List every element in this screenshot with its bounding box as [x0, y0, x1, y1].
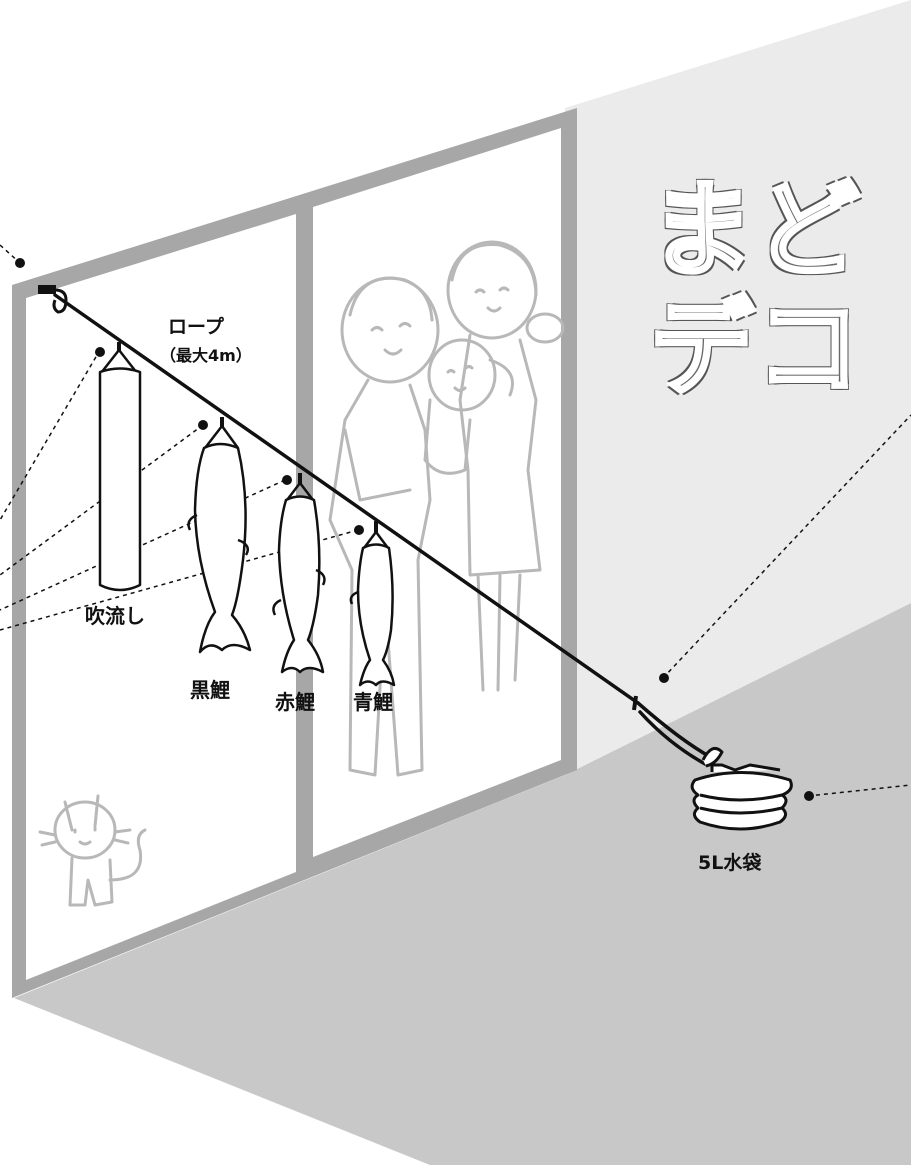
kurogoi-carp [187, 425, 252, 654]
hook [38, 285, 68, 314]
wall [565, 0, 911, 775]
madodeco-logo-line2: デコ [648, 287, 863, 409]
aogoi-label: 青鯉 [353, 690, 393, 714]
fukinagashi-label: 吹流し [85, 604, 145, 628]
leader-lines [0, 244, 911, 797]
water-bag [690, 746, 793, 831]
madodeco-logo-line1: まど [648, 169, 863, 291]
cat-illustration [38, 794, 147, 907]
rope-label: ロープ [168, 316, 224, 338]
leader-dots [15, 258, 814, 801]
kurogoi-label: 黒鯉 [190, 678, 230, 702]
rope-length-note: （最大4m） [160, 346, 252, 365]
fukinagashi-streamer [98, 349, 142, 592]
window-pane-left [26, 214, 296, 980]
aogoi-carp [349, 531, 396, 687]
akagoi-label: 赤鯉 [275, 690, 315, 714]
water-bag-label: 5L水袋 [698, 852, 762, 874]
akagoi-carp [272, 482, 326, 674]
